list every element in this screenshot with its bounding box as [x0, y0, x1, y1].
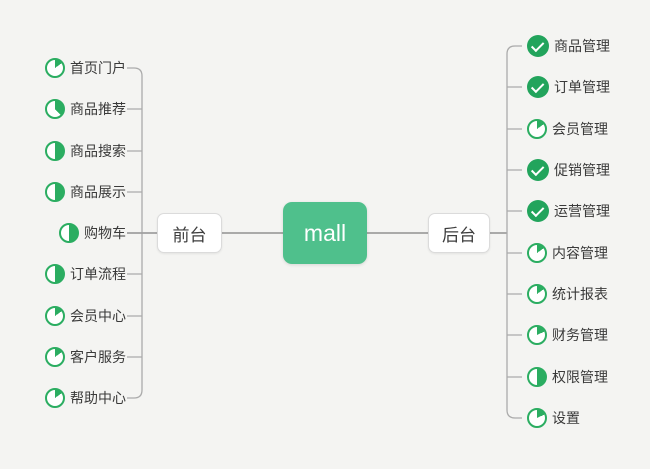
task-progress-icon[interactable]: [527, 284, 547, 304]
node-label: 设置: [552, 410, 580, 426]
mindmap-node-row[interactable]: 购物车: [59, 221, 126, 245]
mindmap-node-row[interactable]: 会员中心: [45, 304, 126, 328]
mindmap-node-row[interactable]: 设置: [527, 406, 580, 430]
node-label: 帮助中心: [70, 390, 126, 406]
branch-node-label: 前台: [172, 225, 207, 245]
mindmap-node-row[interactable]: 客户服务: [45, 345, 126, 369]
task-progress-icon[interactable]: [45, 141, 65, 161]
mindmap-node-row[interactable]: 商品管理: [527, 34, 610, 58]
mindmap-node-row[interactable]: 运营管理: [527, 199, 610, 223]
task-progress-icon[interactable]: [527, 325, 547, 345]
mindmap-node-row[interactable]: 会员管理: [527, 117, 608, 141]
task-progress-icon[interactable]: [45, 347, 65, 367]
node-label: 首页门户: [70, 60, 126, 76]
node-label: 商品管理: [554, 38, 610, 54]
task-progress-icon[interactable]: [45, 306, 65, 326]
node-label: 内容管理: [552, 245, 608, 261]
node-label: 运营管理: [554, 203, 610, 219]
branch-node-backend[interactable]: 后台: [428, 213, 490, 253]
mindmap-node-row[interactable]: 权限管理: [527, 365, 608, 389]
task-progress-icon[interactable]: [527, 119, 547, 139]
node-label: 会员管理: [552, 121, 608, 137]
mindmap-node-row[interactable]: 内容管理: [527, 241, 608, 265]
task-progress-icon[interactable]: [527, 243, 547, 263]
node-label: 商品展示: [70, 184, 126, 200]
task-progress-icon[interactable]: [45, 99, 65, 119]
task-progress-icon[interactable]: [45, 264, 65, 284]
node-label: 客户服务: [70, 349, 126, 365]
task-done-icon[interactable]: [527, 35, 549, 57]
node-label: 财务管理: [552, 327, 608, 343]
branch-node-frontend[interactable]: 前台: [157, 213, 222, 253]
mindmap-node-row[interactable]: 订单管理: [527, 75, 610, 99]
node-label: 购物车: [84, 225, 126, 241]
node-label: 商品搜索: [70, 143, 126, 159]
mindmap-node-row[interactable]: 财务管理: [527, 323, 608, 347]
mindmap-node-row[interactable]: 订单流程: [45, 262, 126, 286]
node-label: 订单管理: [554, 79, 610, 95]
mindmap-node-row[interactable]: 商品搜索: [45, 139, 126, 163]
task-progress-icon[interactable]: [45, 182, 65, 202]
mindmap-node-row[interactable]: 促销管理: [527, 158, 610, 182]
root-node-label: mall: [303, 219, 347, 246]
node-label: 商品推荐: [70, 101, 126, 117]
task-progress-icon[interactable]: [45, 388, 65, 408]
mindmap-node-row[interactable]: 商品展示: [45, 180, 126, 204]
node-label: 订单流程: [70, 266, 126, 282]
mindmap-node-row[interactable]: 统计报表: [527, 282, 608, 306]
task-progress-icon[interactable]: [527, 367, 547, 387]
node-label: 统计报表: [552, 286, 608, 302]
task-progress-icon[interactable]: [527, 408, 547, 428]
root-node-mall[interactable]: mall: [283, 202, 367, 264]
mindmap-node-row[interactable]: 帮助中心: [45, 386, 126, 410]
node-label: 会员中心: [70, 308, 126, 324]
mindmap-node-row[interactable]: 首页门户: [45, 56, 126, 80]
branch-node-label: 后台: [442, 225, 476, 245]
task-progress-icon[interactable]: [45, 58, 65, 78]
mindmap-node-row[interactable]: 商品推荐: [45, 97, 126, 121]
task-done-icon[interactable]: [527, 159, 549, 181]
node-label: 权限管理: [552, 369, 608, 385]
task-done-icon[interactable]: [527, 200, 549, 222]
task-done-icon[interactable]: [527, 76, 549, 98]
task-progress-icon[interactable]: [59, 223, 79, 243]
node-label: 促销管理: [554, 162, 610, 178]
